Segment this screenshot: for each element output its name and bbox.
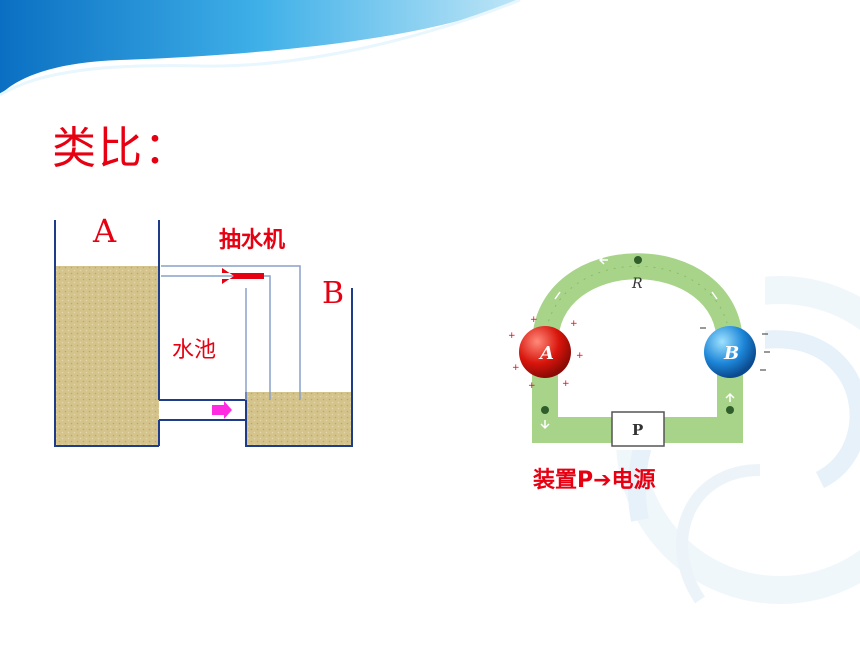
charged-ball-b	[704, 326, 756, 378]
tank-a-label: A	[93, 212, 117, 250]
flow-arrow-magenta	[212, 401, 232, 419]
tank-a-wall	[54, 220, 159, 447]
negative-charges	[700, 327, 770, 371]
svg-text:+: +	[570, 319, 578, 329]
device-p-label: P	[632, 421, 643, 439]
tank-a-water	[55, 266, 159, 446]
svg-text:+: +	[576, 351, 584, 361]
svg-text:+: +	[508, 331, 516, 341]
water-analogy-diagram	[54, 220, 353, 447]
charged-ball-a	[519, 326, 571, 378]
ball-b-label: B	[723, 343, 739, 364]
circuit-caption: 装置P➔电源	[533, 468, 656, 493]
tank-b-water	[246, 392, 352, 446]
device-p	[611, 411, 665, 447]
svg-text:+: +	[562, 379, 570, 389]
pump-label: 抽水机	[219, 228, 286, 253]
pool-label: 水池	[172, 338, 217, 363]
top-wave-decoration	[0, 0, 520, 95]
resistor-label: R	[631, 276, 643, 292]
svg-text:+: +	[530, 315, 538, 325]
tank-b-label: B	[322, 276, 345, 311]
slide-title: 类比：	[52, 123, 190, 174]
flow-arrow-red	[222, 268, 264, 284]
svg-text:+: +	[528, 381, 536, 391]
svg-text:+: +	[512, 363, 520, 373]
circuit-analogy-diagram: + + + + + + + A B R P	[508, 230, 770, 450]
ball-a-label: A	[538, 343, 554, 364]
pump-pipe	[161, 265, 301, 400]
positive-charges: + + + + + + +	[508, 315, 584, 391]
